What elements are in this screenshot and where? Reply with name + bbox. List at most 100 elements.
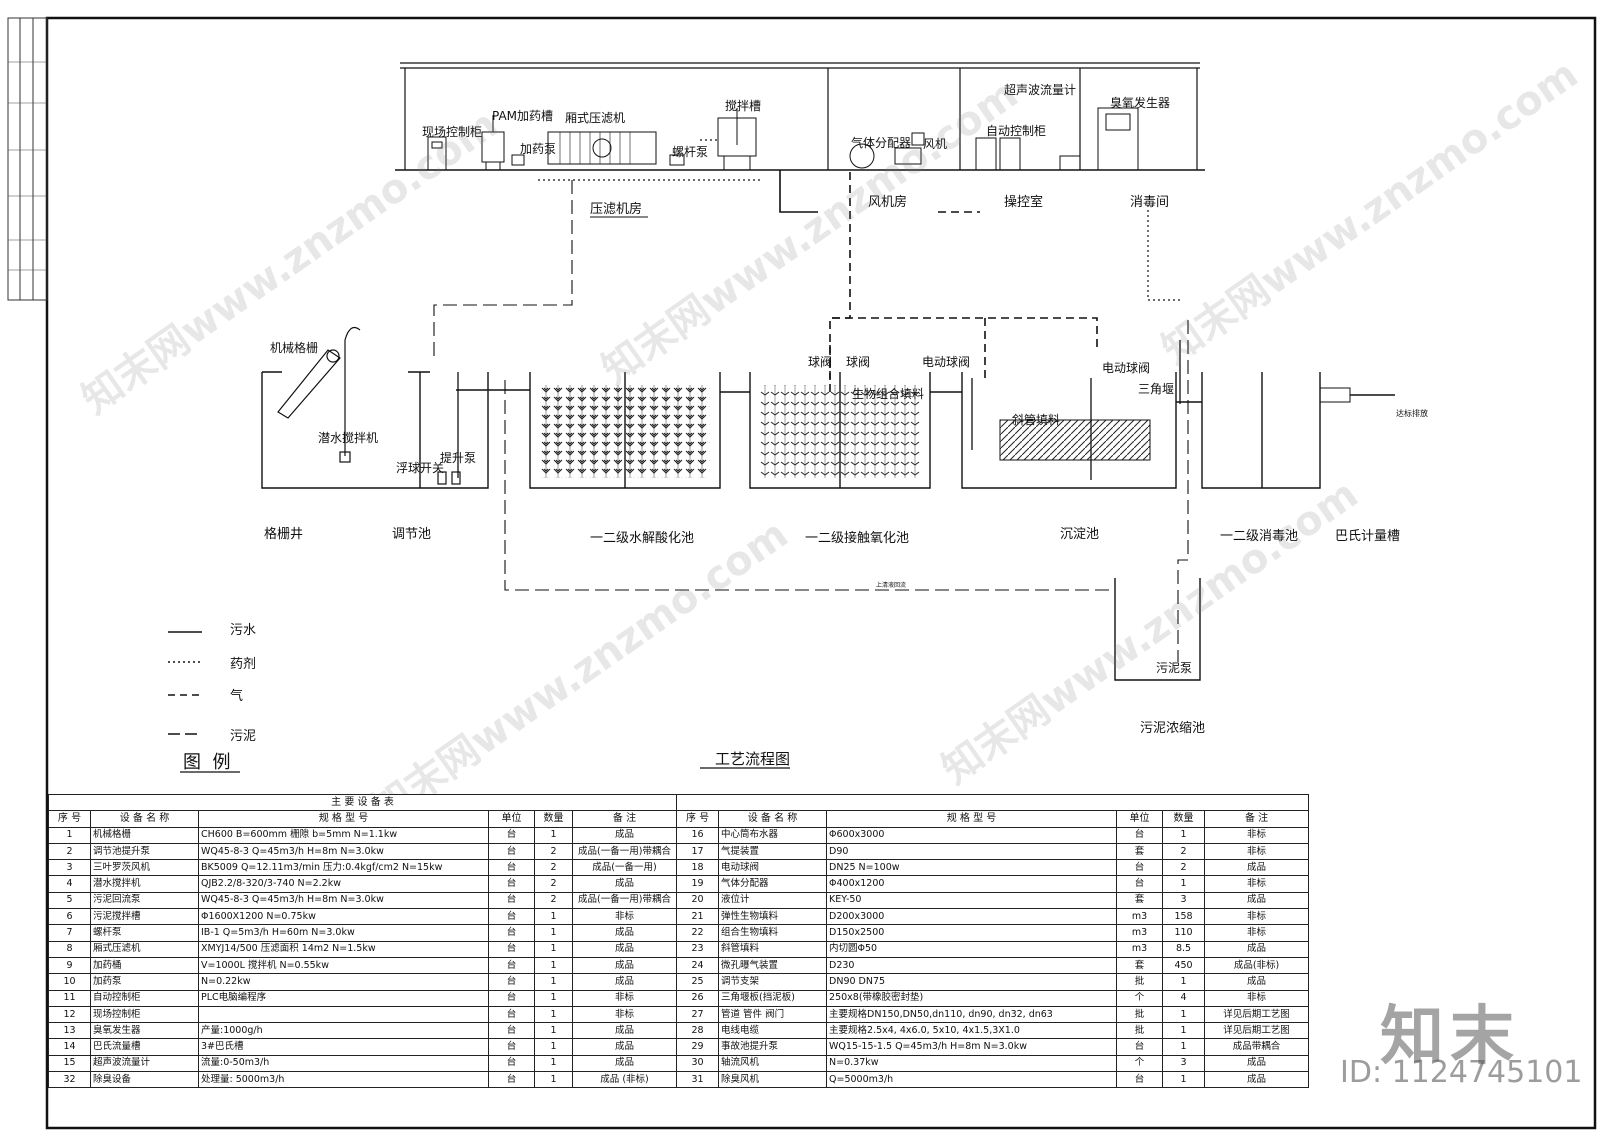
blower-room-label: 风机房: [868, 194, 907, 210]
table-cell: 7: [48, 924, 91, 942]
table-header: 规 格 型 号: [826, 810, 1118, 828]
table-cell: 污泥搅拌槽: [90, 908, 199, 926]
table-cell: 详见后期工艺图: [1204, 1005, 1310, 1024]
table-cell: 液位计: [718, 891, 828, 910]
table-cell: 非标: [1204, 908, 1310, 926]
table-header: 备 注: [1204, 810, 1310, 828]
table-cell: 1: [534, 940, 573, 958]
table-cell: 6: [48, 908, 91, 926]
table-cell: 11: [48, 989, 91, 1007]
table-cell: 2: [534, 875, 573, 893]
table-cell: 成品: [571, 973, 678, 991]
table-cell: 非标: [571, 1005, 678, 1024]
table-cell: 台: [488, 1005, 535, 1024]
table-cell: 套: [1116, 956, 1164, 975]
weir-label: 三角堰: [1138, 382, 1174, 396]
table-cell: 3: [1162, 1054, 1206, 1073]
e-ball-valve-a-label: 电动球阀: [922, 355, 970, 369]
table-cell: 18: [676, 859, 720, 877]
legend-item-chemical: 药剂: [230, 657, 256, 672]
sheet-border: [45, 16, 1597, 1130]
table-cell: 3#巴氏槽: [198, 1038, 489, 1056]
table-cell: 潜水搅拌机: [90, 875, 199, 893]
table-cell: 1: [1162, 1071, 1206, 1089]
table-cell: 3: [1162, 891, 1206, 910]
screw-pump-label: 螺杆泵: [672, 145, 708, 159]
table-cell: 成品: [1204, 1054, 1310, 1073]
screen-label: 机械格栅: [270, 340, 318, 355]
disinfection-label: 一二级消毒池: [1220, 529, 1298, 544]
table-cell: N=0.37kw: [826, 1054, 1118, 1073]
table-cell: 自动控制柜: [90, 989, 199, 1007]
table-cell: 8: [48, 940, 91, 958]
table-cell: 非标: [1204, 842, 1310, 861]
table-cell: 15: [48, 1054, 91, 1073]
table-cell: 8.5: [1162, 940, 1206, 958]
table-cell: 250x8(带橡胶密封垫): [826, 989, 1118, 1007]
table-header: 数量: [1162, 810, 1206, 828]
table-cell: 批: [1116, 1022, 1164, 1040]
table-cell: 台: [488, 908, 535, 926]
table-header: 单位: [488, 810, 535, 828]
table-cell: 台: [488, 875, 535, 893]
table-cell: Q=5000m3/h: [826, 1071, 1118, 1089]
table-cell: 16: [676, 826, 720, 844]
table-cell: 管道 管件 阀门: [718, 1005, 828, 1024]
hydrolysis-label: 一二级水解酸化池: [590, 531, 694, 546]
table-cell: WQ45-8-3 Q=45m3/h H=8m N=3.0kw: [198, 842, 489, 861]
table-cell: 26: [676, 989, 720, 1007]
table-cell: 22: [676, 924, 720, 942]
table-cell: 成品(非标): [1204, 956, 1310, 975]
table-cell: 台: [1116, 1071, 1164, 1089]
table-cell: 1: [534, 1038, 573, 1056]
table-title: 主 要 设 备 表: [47, 793, 678, 812]
table-cell: 微孔曝气装置: [718, 956, 828, 975]
table-cell: 台: [488, 1022, 535, 1040]
table-cell: 24: [676, 956, 720, 975]
table-cell: XMYJ14/500 压滤面积 14m2 N=1.5kw: [198, 940, 489, 958]
table-cell: 4: [1162, 989, 1206, 1007]
table-cell: WQ45-8-3 Q=45m3/h H=8m N=3.0kw: [198, 891, 489, 910]
table-cell: 29: [676, 1038, 720, 1056]
table-cell: N=0.22kw: [198, 973, 489, 991]
table-cell: D90: [826, 842, 1118, 861]
table-cell: 2: [534, 891, 573, 910]
table-cell: 斜管填料: [718, 940, 828, 958]
table-cell: 1: [534, 989, 573, 1007]
table-cell: 成品: [571, 826, 678, 844]
table-cell: 1: [1162, 1022, 1206, 1040]
table-cell: m3: [1116, 924, 1164, 942]
table-cell: 21: [676, 908, 720, 926]
table-cell: 1: [1162, 875, 1206, 893]
table-cell: 1: [534, 973, 573, 991]
table-cell: 19: [676, 875, 720, 893]
table-cell: 成品: [571, 956, 678, 975]
table-cell: 1: [534, 956, 573, 975]
contact-ox-label: 一二级接触氧化池: [805, 530, 909, 546]
table-cell: 轴流风机: [718, 1054, 828, 1073]
table-cell: V=1000L 搅拌机 N=0.55kw: [198, 956, 489, 975]
parshall-label: 巴氏计量槽: [1335, 529, 1400, 544]
table-cell: 套: [1116, 842, 1164, 861]
table-cell: 厢式压滤机: [90, 940, 199, 958]
table-cell: 台: [488, 826, 535, 844]
mixing-tank-label: 搅拌槽: [725, 98, 761, 113]
title-strip: [7, 17, 48, 301]
table-cell: 事故池提升泵: [718, 1038, 828, 1056]
table-cell: 2: [534, 859, 573, 877]
dosing-pump-label: 加药泵: [520, 142, 556, 156]
table-cell: 5: [48, 891, 91, 910]
table-cell: 电动球阀: [718, 859, 828, 877]
table-cell: 成品: [571, 875, 678, 893]
table-cell: IB-1 Q=5m3/h H=60m N=3.0kw: [198, 924, 489, 942]
float-switch-label: 浮球开关: [396, 461, 444, 475]
press-room-label: 压滤机房: [590, 201, 642, 217]
table-cell: 台: [488, 842, 535, 861]
table-cell: 三叶罗茨风机: [90, 859, 199, 877]
discharge-label: 达标排放: [1396, 408, 1428, 418]
